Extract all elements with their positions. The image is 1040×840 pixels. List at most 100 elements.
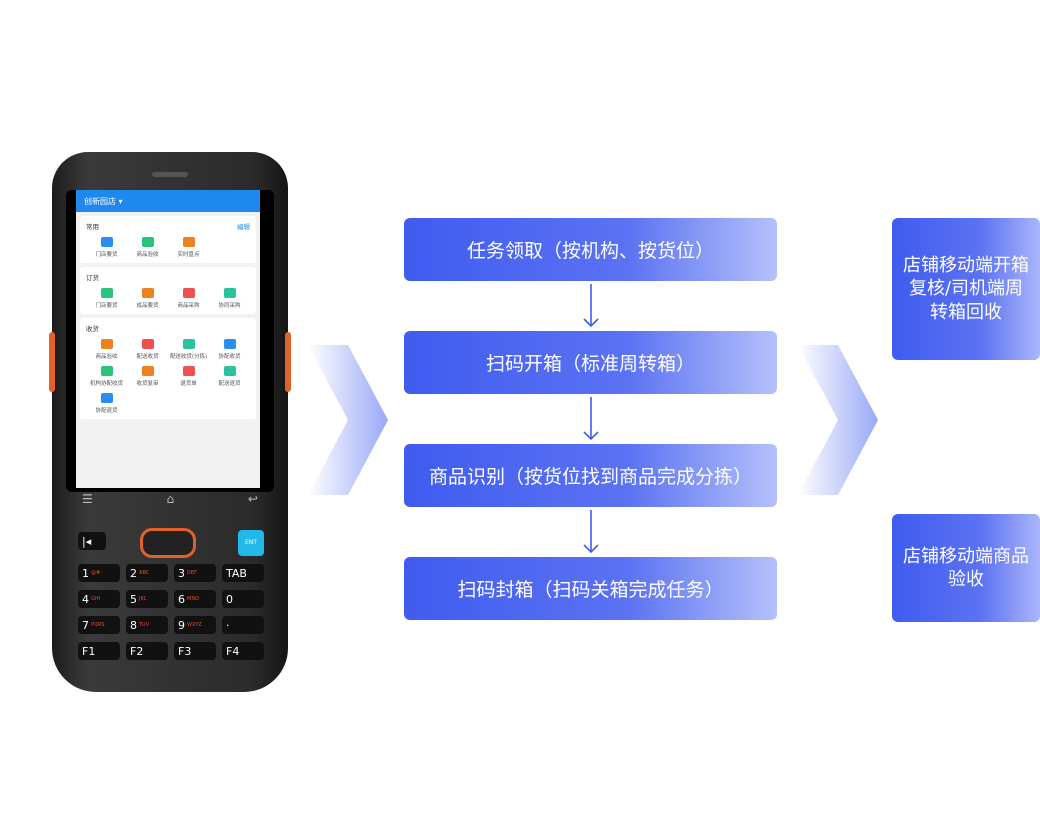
- menu-icon[interactable]: ☰: [82, 492, 93, 506]
- app-icon: [182, 288, 195, 298]
- key-label: 6: [178, 592, 185, 606]
- app-label: 协配退货: [95, 408, 118, 414]
- app-item[interactable]: 机构协配收货: [86, 366, 127, 387]
- app-label: 商品采购: [177, 303, 200, 309]
- flow-step-2: 扫码开箱（标准周转箱）: [404, 331, 777, 394]
- key-sublabel: WXYZ: [187, 622, 202, 628]
- key-label: TAB: [226, 566, 247, 580]
- key-label: 3: [178, 566, 185, 580]
- app-icon: [100, 339, 113, 349]
- app-item[interactable]: 协配退货: [86, 393, 127, 414]
- key-label: ·: [226, 618, 230, 632]
- key-sublabel: TUV: [139, 622, 150, 628]
- app-icon: [100, 237, 113, 247]
- app-item[interactable]: 商品验收: [127, 237, 168, 258]
- app-icon: [141, 339, 154, 349]
- store-name[interactable]: 创新园店: [84, 197, 116, 206]
- app-icon: [141, 366, 154, 376]
- app-item[interactable]: 商品采购: [168, 288, 209, 309]
- app-display: 创新园店 ▾ 常用编辑门店要货商品验收实时盘点订货门店要货成品要货商品采购协同采…: [76, 190, 260, 488]
- app-icon: [182, 237, 195, 247]
- section-title: 收货: [86, 325, 99, 333]
- side-button-right[interactable]: [285, 332, 291, 392]
- arrow-down-icon: [583, 397, 599, 441]
- key-sublabel: JKL: [139, 596, 147, 602]
- output-box-2: 店铺移动端商品验收: [892, 514, 1040, 622]
- app-label: 收货复审: [136, 381, 159, 387]
- app-icon: [223, 288, 236, 298]
- key-label: F4: [226, 644, 240, 658]
- app-label: 成品要货: [136, 303, 159, 309]
- app-bar[interactable]: 创新园店 ▾: [76, 190, 260, 212]
- key[interactable]: F4: [222, 642, 264, 660]
- app-label: 退货单: [180, 381, 197, 387]
- scan-button[interactable]: [140, 528, 196, 558]
- arrow-down-icon: [583, 284, 599, 328]
- output-box-1: 店铺移动端开箱复核/司机端周转箱回收: [892, 218, 1040, 360]
- app-item[interactable]: 协同采购: [209, 288, 250, 309]
- app-label: 门店要货: [95, 252, 118, 258]
- key-label: 9: [178, 618, 185, 632]
- app-label: 商品验收: [95, 354, 118, 360]
- key-label: 4: [82, 592, 89, 606]
- key[interactable]: 0: [222, 590, 264, 608]
- back-icon[interactable]: ↩: [247, 492, 258, 506]
- flow-arrow-icon: [308, 345, 388, 495]
- app-item[interactable]: 实时盘点: [168, 237, 209, 258]
- app-icon: [223, 366, 236, 376]
- app-item[interactable]: 商品验收: [86, 339, 127, 360]
- section-1: 订货门店要货成品要货商品采购协同采购: [80, 267, 256, 314]
- key-sublabel: DEF: [187, 570, 197, 576]
- app-icon: [100, 393, 113, 403]
- section-2: 收货商品验收 配送收货配送收货(分拣) 协配收货机构协配收货收货复审 退货单 配送退货协…: [80, 318, 256, 419]
- app-item[interactable]: 门店要货: [86, 237, 127, 258]
- key-label: 1: [82, 566, 89, 580]
- app-label: 门店要货: [95, 303, 118, 309]
- key[interactable]: F3: [174, 642, 216, 660]
- key-label: 2: [130, 566, 137, 580]
- key-left[interactable]: |◂: [78, 532, 106, 550]
- app-item[interactable]: 收货复审: [127, 366, 168, 387]
- arrow-down-icon: [583, 510, 599, 554]
- app-item[interactable]: 配送收货: [127, 339, 168, 360]
- key-label: 7: [82, 618, 89, 632]
- home-icon[interactable]: ⌂: [166, 492, 175, 506]
- app-item[interactable]: 门店要货: [86, 288, 127, 309]
- key-label: F3: [178, 644, 192, 658]
- app-item[interactable]: 退货单: [168, 366, 209, 387]
- key[interactable]: F1: [78, 642, 120, 660]
- ent-key[interactable]: ENT: [238, 530, 264, 556]
- app-label: 商品验收: [136, 252, 159, 258]
- key[interactable]: 1@#-: [78, 564, 120, 582]
- key-label: F1: [82, 644, 96, 658]
- app-icon: [141, 237, 154, 247]
- key[interactable]: F2: [126, 642, 168, 660]
- speaker: [152, 172, 188, 177]
- app-item[interactable]: 成品要货: [127, 288, 168, 309]
- handheld-device: 创新园店 ▾ 常用编辑门店要货商品验收实时盘点订货门店要货成品要货商品采购协同采…: [49, 152, 291, 692]
- app-item[interactable]: 配送退货: [209, 366, 250, 387]
- app-item[interactable]: 协配收货: [209, 339, 250, 360]
- app-label: 配送收货(分拣): [169, 354, 208, 360]
- app-item[interactable]: 配送收货(分拣): [168, 339, 209, 360]
- key-sublabel: PQRS: [91, 622, 105, 628]
- edit-link[interactable]: 编辑: [237, 223, 250, 231]
- app-label: 协配收货: [218, 354, 241, 360]
- key[interactable]: TAB: [222, 564, 264, 582]
- app-icon: [100, 366, 113, 376]
- app-label: 协同采购: [218, 303, 241, 309]
- side-button-left[interactable]: [49, 332, 55, 392]
- flow-step-3: 商品识别（按货位找到商品完成分拣）: [404, 444, 777, 507]
- app-label: 配送退货: [218, 381, 241, 387]
- key-label: F2: [130, 644, 144, 658]
- key[interactable]: ·: [222, 616, 264, 634]
